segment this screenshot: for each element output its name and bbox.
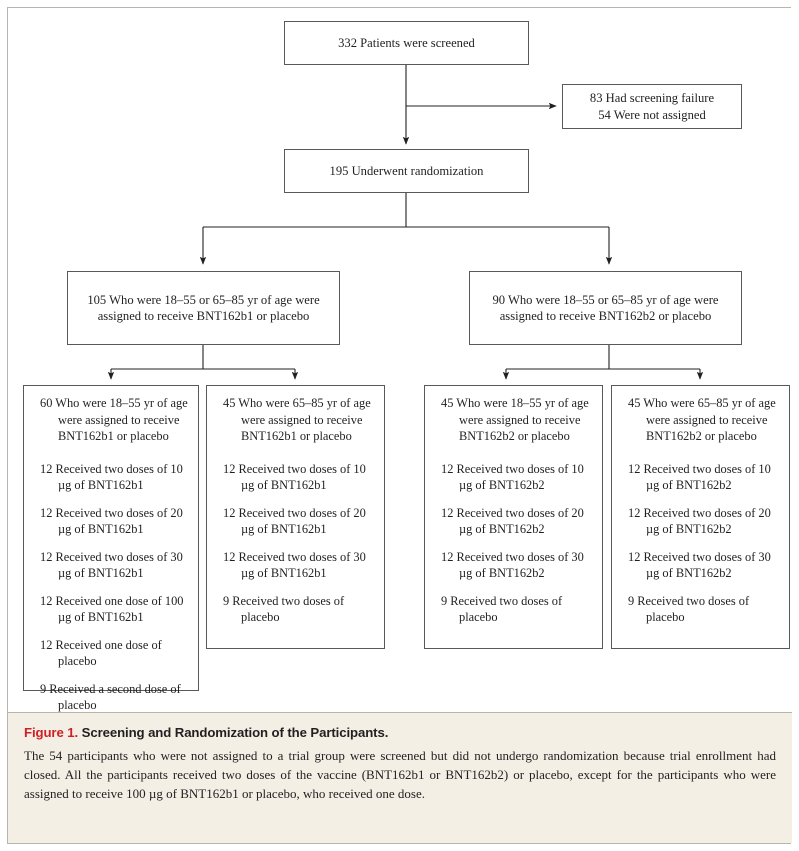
leaf-entry: 9 Received two doses of placebo [223,593,345,625]
node-leaf-b1-young: 60 Who were 18–55 yr of age were assigne… [23,385,199,712]
figure-caption-body: The 54 participants who were not assigne… [24,748,776,801]
leaf-entry: 12 Received one dose of placebo [40,637,162,669]
node-leaf-b2-young: 45 Who were 18–55 yr of age were assigne… [424,385,603,649]
leaf-entry: 12 Received two doses of 10 µg of BNT162… [40,461,183,493]
leaf-entry: 12 Received one dose of 100 µg of BNT162… [40,593,184,625]
node-screened: 332 Patients were screened [284,21,529,65]
node-group-bnt162b2: 90 Who were 18–55 or 65–85 yr of age wer… [469,271,742,345]
figure-number-label: Figure 1. [24,725,79,740]
node-leaf-b1-old: 45 Who were 65–85 yr of age were assigne… [206,385,385,649]
node-randomized-label: 195 Underwent randomization [329,163,484,178]
node-group-bnt162b2-line1: 90 Who were 18–55 or 65–85 yr of age wer… [492,292,719,307]
leaf-entry: 12 Received two doses of 20 µg of BNT162… [628,505,771,537]
node-leaf-b2-old: 45 Who were 65–85 yr of age were assigne… [611,385,790,649]
leaf-entry: 12 Received two doses of 20 µg of BNT162… [223,505,366,537]
figure-frame: 332 Patients were screened 83 Had screen… [7,7,792,844]
leaf-header: 60 Who were 18–55 yr of age were assigne… [40,396,188,443]
figure-caption-title: Figure 1. Screening and Randomization of… [24,725,776,740]
node-group-bnt162b2-line2: assigned to receive BNT162b2 or placebo [499,309,712,323]
leaf-header: 45 Who were 65–85 yr of age were assigne… [223,396,371,443]
node-randomized: 195 Underwent randomization [284,149,529,193]
leaf-header: 45 Who were 65–85 yr of age were assigne… [628,396,776,443]
leaf-entry: 12 Received two doses of 30 µg of BNT162… [628,549,771,581]
node-group-bnt162b1-line2: assigned to receive BNT162b1 or placebo [97,309,310,323]
node-group-bnt162b1: 105 Who were 18–55 or 65–85 yr of age we… [67,271,340,345]
node-excluded-line1: 83 Had screening failure [589,91,715,106]
leaf-entry: 9 Received a second dose of placebo [40,681,181,713]
leaf-entry: 12 Received two doses of 30 µg of BNT162… [441,549,584,581]
leaf-entry: 12 Received two doses of 30 µg of BNT162… [223,549,366,581]
leaf-entry: 12 Received two doses of 30 µg of BNT162… [40,549,183,581]
leaf-entry: 12 Received two doses of 20 µg of BNT162… [40,505,183,537]
leaf-entry: 9 Received two doses of placebo [628,593,750,625]
node-group-bnt162b1-line1: 105 Who were 18–55 or 65–85 yr of age we… [87,292,320,307]
figure-caption-panel: Figure 1. Screening and Randomization of… [8,712,792,843]
figure-title-text: Screening and Randomization of the Parti… [81,725,389,740]
leaf-entry: 12 Received two doses of 20 µg of BNT162… [441,505,584,537]
leaf-entry: 9 Received two doses of placebo [441,593,563,625]
leaf-header: 45 Who were 18–55 yr of age were assigne… [441,396,589,443]
node-excluded-line2: 54 Were not assigned [598,107,706,122]
flowchart-canvas: 332 Patients were screened 83 Had screen… [8,8,792,713]
node-screened-label: 332 Patients were screened [338,35,475,50]
leaf-entry: 12 Received two doses of 10 µg of BNT162… [223,461,366,493]
leaf-entry: 12 Received two doses of 10 µg of BNT162… [441,461,584,493]
leaf-entry: 12 Received two doses of 10 µg of BNT162… [628,461,771,493]
node-excluded: 83 Had screening failure 54 Were not ass… [562,84,742,129]
